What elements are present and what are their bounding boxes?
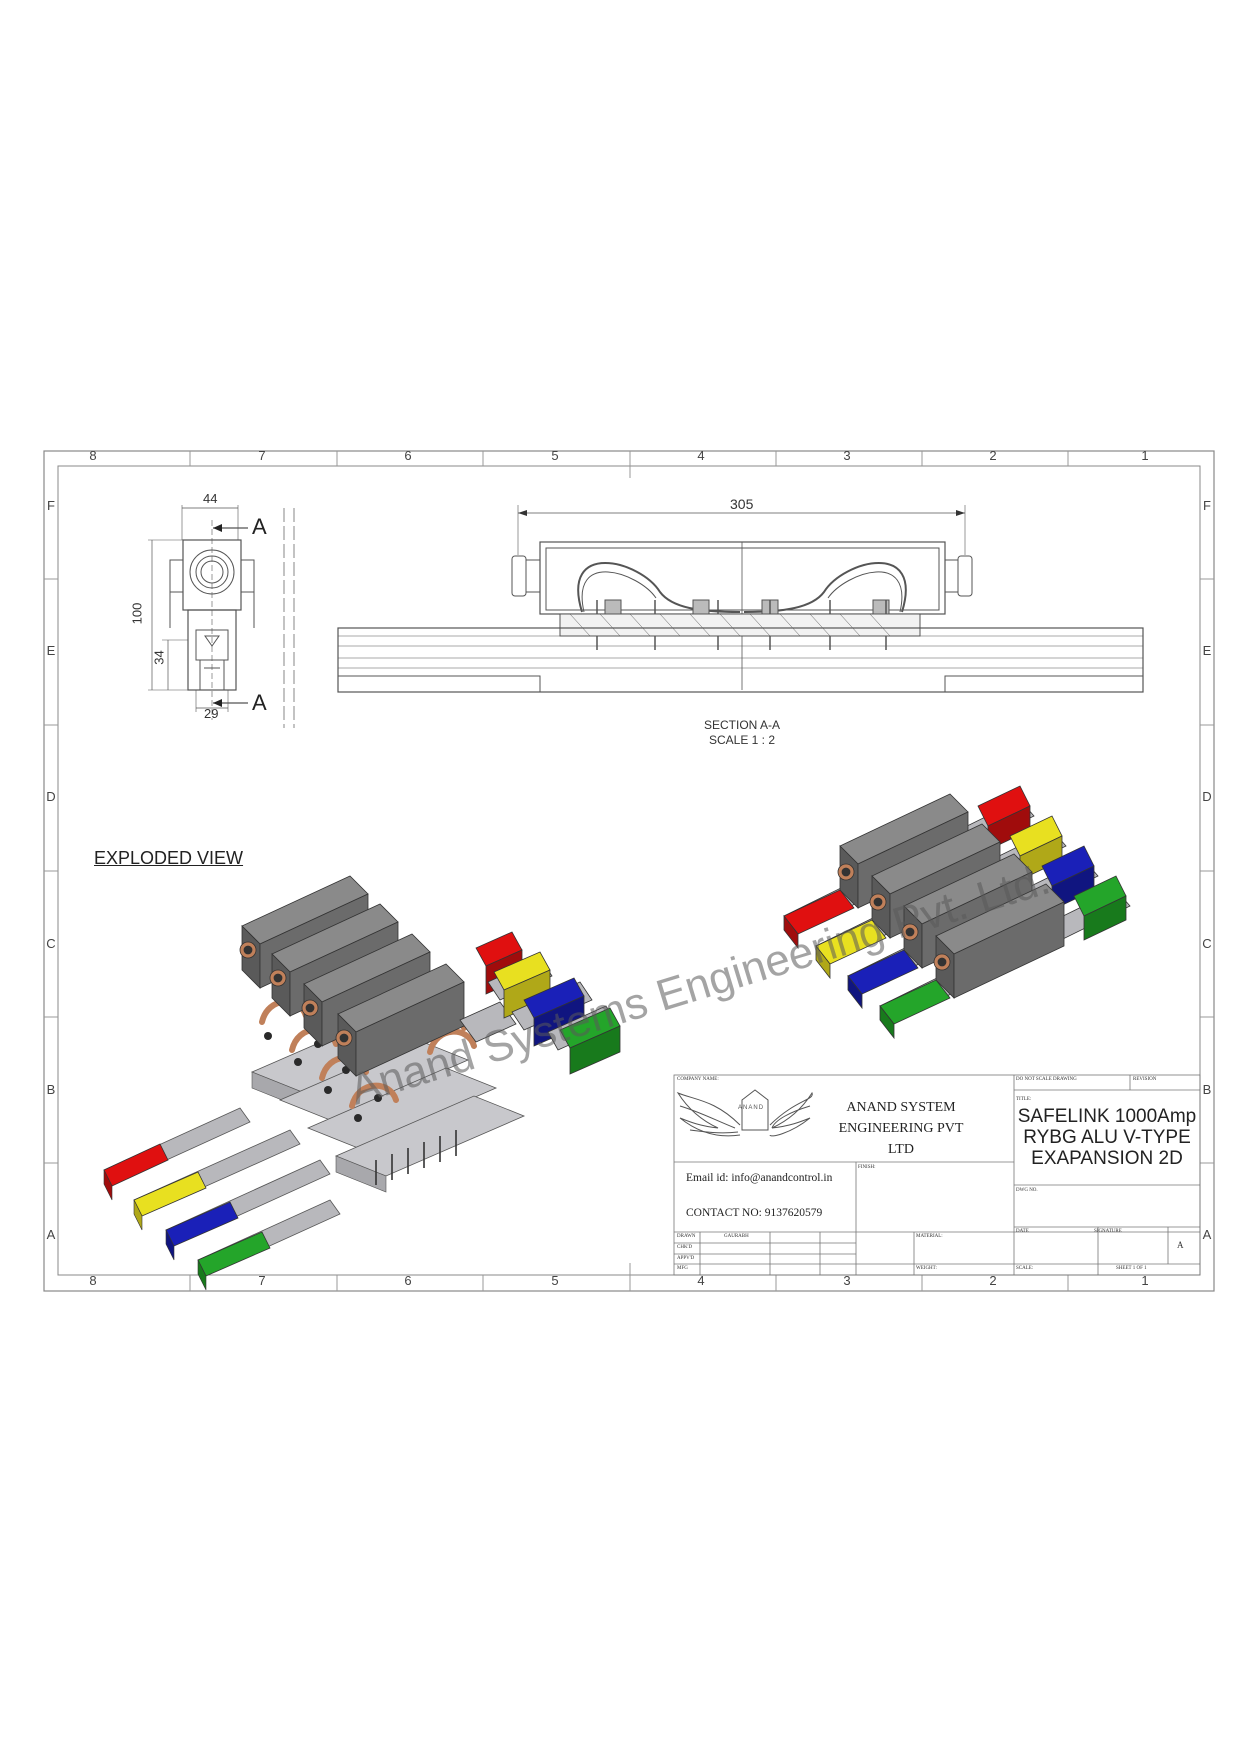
dwg-no-label: DWG NO. — [1016, 1188, 1038, 1193]
zone-ticks — [44, 451, 1214, 1291]
exploded-rail-red — [103, 1107, 251, 1201]
exploded-view-label: EXPLODED VIEW — [94, 848, 244, 868]
logo-letter: D — [758, 1105, 765, 1111]
exploded-housings — [239, 875, 465, 1077]
dimension-height-total: 100 — [129, 602, 145, 625]
zone-label: 6 — [404, 1273, 412, 1288]
logo-letter: N — [753, 1105, 759, 1111]
role-checked: CHK'D — [677, 1245, 693, 1250]
zone-label: 1 — [1141, 1273, 1149, 1288]
exploded-rail-green — [197, 1199, 341, 1291]
zone-label: 5 — [551, 1273, 559, 1288]
company-email: Email id: info@anandcontrol.in — [686, 1172, 833, 1184]
signature-label: SIGNATURE — [1094, 1229, 1122, 1234]
zone-label: B — [1202, 1082, 1212, 1097]
section-view — [337, 505, 1144, 693]
title-block-grid — [673, 1074, 1201, 1276]
logo-letter: N — [743, 1105, 749, 1111]
company-line1: ANAND SYSTEM — [846, 1100, 956, 1115]
zone-label: 7 — [258, 448, 266, 463]
drawing-title-line1: SAFELINK 1000Amp — [1017, 1106, 1197, 1127]
zone-label: 7 — [258, 1273, 266, 1288]
zone-label: 8 — [89, 448, 97, 463]
material-label: MATERIAL: — [916, 1234, 943, 1239]
zone-label: E — [46, 643, 56, 658]
size-value: A — [1177, 1240, 1184, 1250]
finish-label: FINISH: — [858, 1165, 876, 1170]
sheet-label: SHEET 1 OF 1 — [1116, 1266, 1147, 1271]
scale-label: SCALE: — [1016, 1266, 1034, 1271]
name-drawn: GAURABH — [724, 1234, 749, 1239]
dimension-width-bottom: 29 — [204, 706, 219, 721]
exploded-housing-4 — [335, 963, 465, 1077]
drawing-title-line3: EXAPANSION 2D — [1031, 1148, 1183, 1169]
drawing-title-line2: RYBG ALU V-TYPE — [1023, 1127, 1191, 1148]
title-label: TITLE: — [1016, 1097, 1032, 1102]
zone-label: B — [46, 1082, 56, 1097]
exploded-rail-blue — [165, 1159, 331, 1261]
drawing-title: SAFELINK 1000Amp RYBG ALU V-TYPE EXAPANS… — [1014, 1106, 1200, 1169]
company-name-label: COMPANY NAME: — [677, 1077, 719, 1082]
zone-label: 3 — [843, 1273, 851, 1288]
dimension-width-top: 44 — [203, 491, 218, 506]
assembled-housings — [837, 793, 1065, 999]
do-not-scale-label: DO NOT SCALE DRAWING — [1016, 1077, 1077, 1082]
section-caption-line1: SECTION A-A — [703, 718, 780, 732]
logo-letter: A — [748, 1105, 754, 1111]
zone-label: 2 — [989, 448, 997, 463]
zone-label: 2 — [989, 1273, 997, 1288]
weight-label: WEIGHT: — [916, 1266, 937, 1271]
zone-label: 1 — [1141, 448, 1149, 463]
zone-label: 5 — [551, 448, 559, 463]
section-caption-line2: SCALE 1 : 2 — [708, 733, 776, 747]
zone-label: C — [46, 936, 56, 951]
zone-label: 3 — [843, 448, 851, 463]
zone-label: A — [1202, 1227, 1212, 1242]
section-marker-bottom: A — [252, 690, 267, 715]
revision-label: REVISION — [1133, 1077, 1157, 1082]
company-contact: CONTACT NO: 9137620579 — [686, 1207, 823, 1219]
dimension-height-lower: 34 — [151, 650, 167, 665]
role-drawn: DRAWN — [677, 1234, 696, 1239]
front-view — [148, 505, 295, 728]
company-name: ANAND SYSTEM ENGINEERING PVT LTD — [826, 1097, 976, 1160]
zone-label: D — [1202, 789, 1212, 804]
date-label: DATE — [1016, 1229, 1029, 1234]
logo-letters: ANAND — [738, 1105, 764, 1111]
exploded-rail-ends — [459, 931, 621, 1075]
exploded-rail-yellow — [133, 1129, 301, 1231]
zone-label: 4 — [697, 448, 705, 463]
zone-label: 4 — [697, 1273, 705, 1288]
section-caption: SECTION A-A SCALE 1 : 2 — [690, 718, 794, 748]
zone-label: A — [46, 1227, 56, 1242]
role-approved: APPV'D — [677, 1256, 695, 1261]
zone-label: F — [1203, 498, 1211, 513]
role-mfg: MFG — [677, 1266, 688, 1271]
company-logo-icon — [676, 1089, 813, 1137]
company-line2: ENGINEERING PVT LTD — [838, 1121, 964, 1157]
zone-label: E — [1202, 643, 1212, 658]
logo-letter: A — [738, 1105, 744, 1111]
zone-label: 8 — [89, 1273, 97, 1288]
dimension-section-length: 305 — [730, 496, 754, 512]
assembled-view — [783, 785, 1131, 1040]
zone-label: C — [1202, 936, 1212, 951]
exploded-view — [103, 875, 621, 1291]
zone-label: F — [47, 498, 55, 513]
section-marker-top: A — [252, 514, 267, 539]
zone-label: D — [46, 789, 56, 804]
zone-label: 6 — [404, 448, 412, 463]
